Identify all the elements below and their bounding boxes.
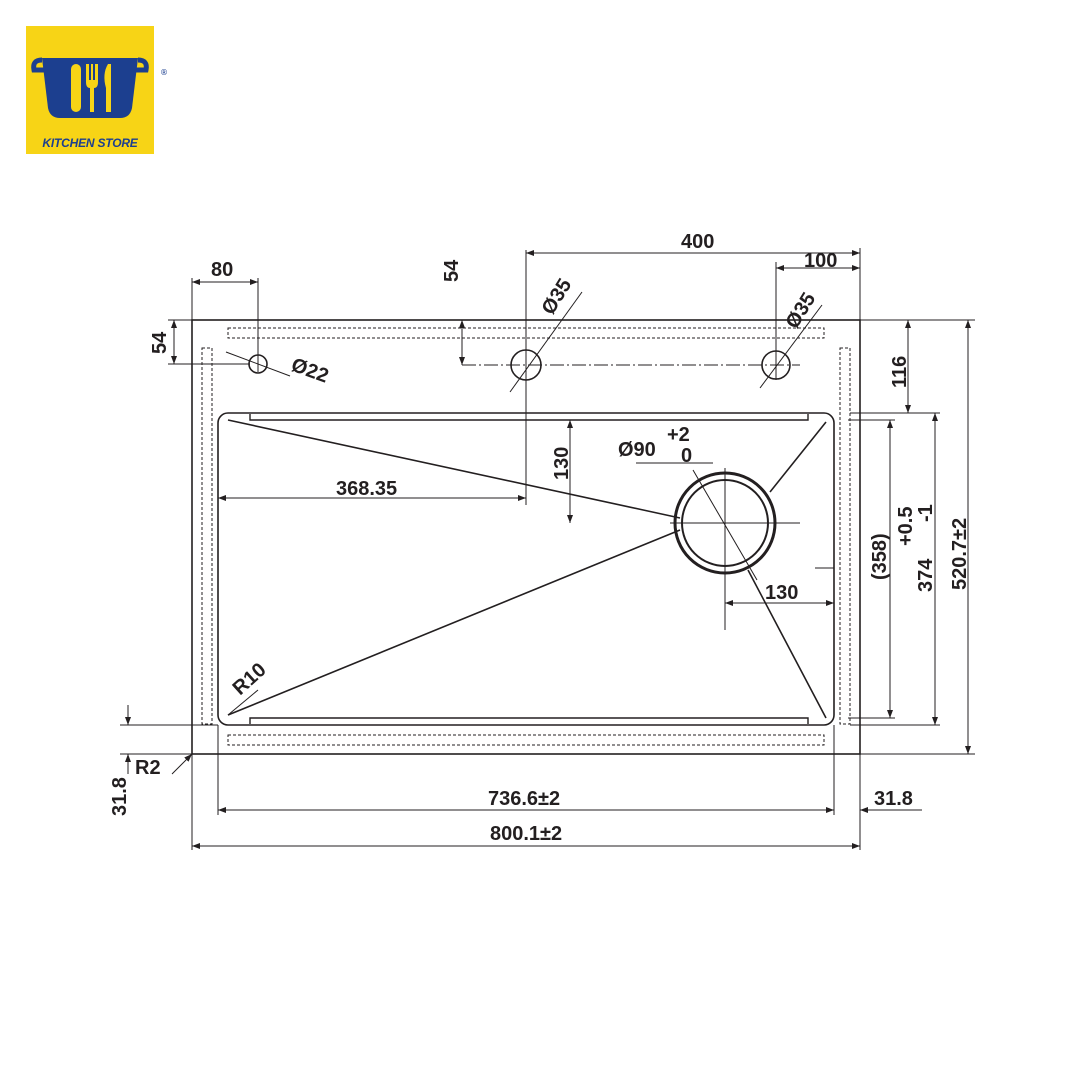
dim-374-tol-plus: +0.5 [895, 507, 917, 546]
dim-800: 800.1±2 [490, 823, 562, 845]
dim-368: 368.35 [336, 478, 397, 500]
dim-100: 100 [804, 250, 837, 272]
brand-name: KITCHEN STORE [42, 136, 138, 150]
dim-130-vertical: 130 [551, 447, 573, 480]
dim-116: 116 [889, 356, 911, 388]
dim-dia22: Ø22 [288, 354, 331, 388]
dim-dia90-tol-zero: 0 [681, 445, 692, 467]
dim-31-8-right: 31.8 [874, 788, 913, 810]
pot-utensils-icon [31, 57, 149, 118]
dim-r2: R2 [135, 757, 161, 779]
dim-520: 520.7±2 [949, 518, 971, 590]
dim-374: 374 [915, 558, 937, 592]
dim-736: 736.6±2 [488, 788, 560, 810]
dim-80: 80 [211, 259, 233, 281]
dim-54-left: 54 [149, 331, 171, 354]
dim-31-8-left: 31.8 [109, 777, 131, 816]
dim-130-horizontal: 130 [765, 582, 798, 604]
registered-mark: ® [160, 68, 168, 77]
dim-dia35-left: Ø35 [538, 275, 577, 319]
dimension-labels: 400 100 80 54 54 Ø35 Ø35 Ø22 116 130 Ø90… [109, 231, 971, 845]
dim-374-tol-minus: -1 [915, 504, 937, 522]
dim-54-top: 54 [441, 259, 463, 282]
kitchen-store-logo: KITCHEN STORE ® [26, 26, 168, 154]
dim-dia90: Ø90 [618, 439, 656, 461]
dim-dia90-tol-plus: +2 [667, 424, 690, 446]
dim-358: (358) [869, 533, 891, 580]
dim-r10: R10 [229, 659, 271, 700]
dim-400: 400 [681, 231, 714, 253]
dim-dia35-right: Ø35 [782, 289, 821, 333]
